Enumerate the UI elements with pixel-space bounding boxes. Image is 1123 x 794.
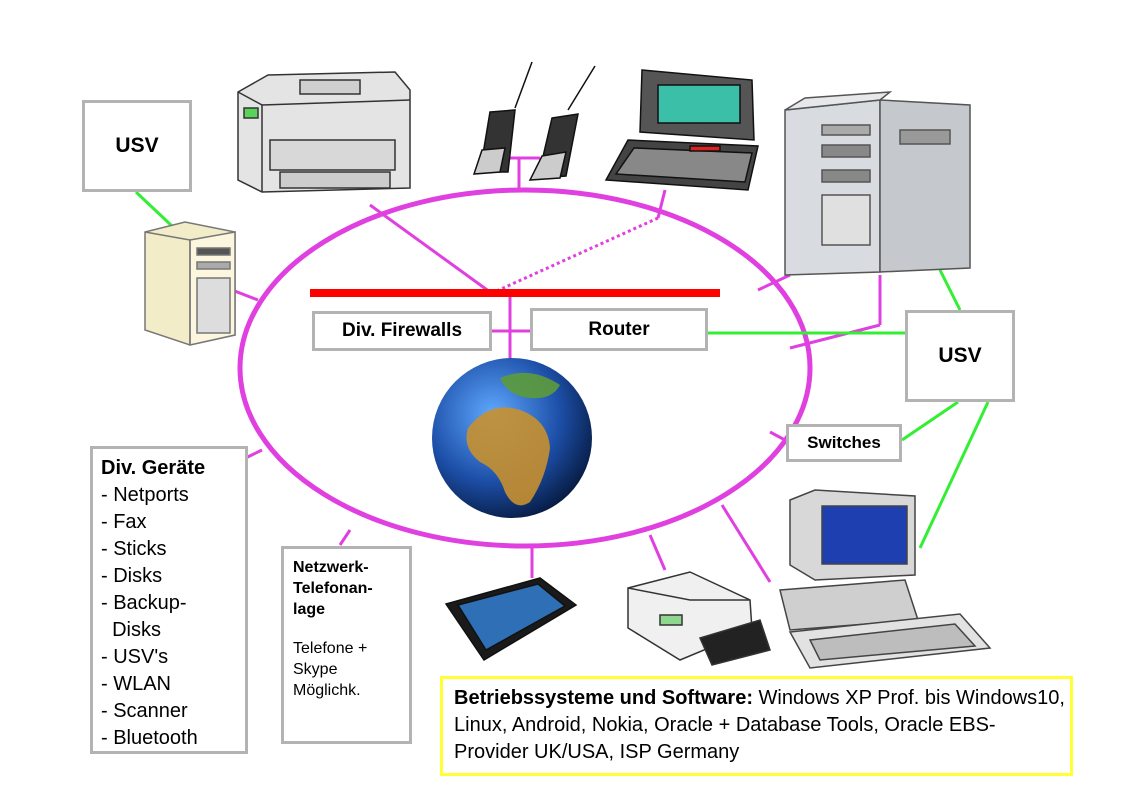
telephony-box: Netzwerk- Telefonan- lage Telefone + Sky… — [281, 546, 412, 744]
usv-left-box: USV — [82, 100, 192, 192]
devices-item: - Fax — [101, 511, 147, 533]
telephony-title: Netzwerk- Telefonan- lage — [293, 559, 373, 618]
devices-item: - Sticks — [101, 538, 167, 560]
devices-item: - Backup- — [101, 592, 187, 614]
usv-right-box: USV — [905, 310, 1015, 402]
devices-box: Div. Geräte - Netports - Fax - Sticks - … — [90, 446, 248, 754]
telephony-body: Telefone + Skype Möglichk. — [293, 640, 368, 699]
mobile-phone-icon — [472, 61, 596, 181]
devices-item: - Netports — [101, 484, 189, 506]
devices-item: - Disks — [101, 565, 163, 587]
devices-item: - WLAN — [101, 673, 171, 695]
switches-box: Switches — [786, 424, 902, 462]
globe-icon — [432, 358, 592, 518]
devices-item: - USV's — [101, 646, 169, 668]
devices-item: - Scanner — [101, 700, 188, 722]
power-links — [134, 190, 990, 549]
devices-title: Div. Geräte — [101, 457, 206, 479]
server-tower-icon — [784, 91, 971, 276]
os-text: Windows XP Prof. bis Windows10, Linux, A… — [454, 687, 1065, 763]
firewall-bar — [310, 289, 720, 297]
devices-item: - Bluetooth — [101, 727, 198, 749]
laser-printer-icon — [237, 71, 411, 193]
tablet-icon — [444, 577, 578, 662]
os-label: Betriebssysteme und Software: — [454, 687, 753, 709]
devices-item: Disks — [101, 619, 161, 641]
network-ring — [237, 187, 813, 549]
laptop-icon — [604, 69, 759, 191]
os-software-box: Betriebssysteme und Software: Windows XP… — [440, 676, 1073, 776]
firewalls-box: Div. Firewalls — [312, 311, 492, 351]
desktop-tower-icon — [144, 221, 236, 346]
desktop-pc-icon — [779, 489, 992, 669]
fax-machine-icon — [627, 571, 771, 666]
router-box: Router — [530, 308, 708, 351]
